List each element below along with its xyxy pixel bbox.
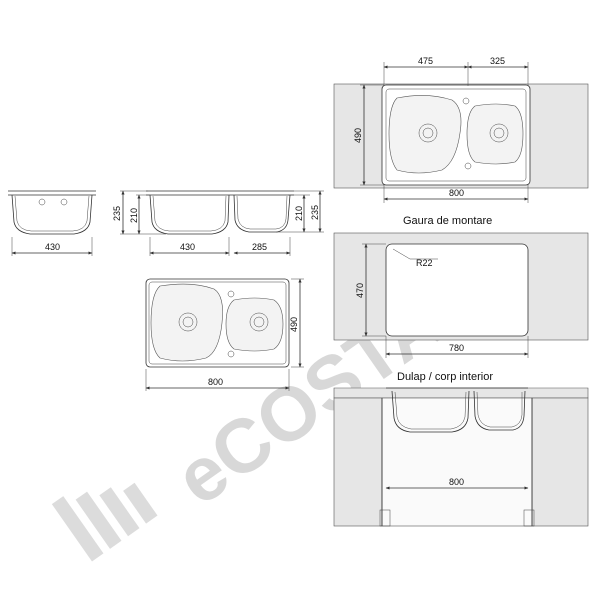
dim-cutout-radius: R22 xyxy=(416,258,433,268)
dim-profile-height-left: 235 xyxy=(112,206,122,221)
dim-profile-width-small: 285 xyxy=(252,242,267,252)
dim-cutout-height: 470 xyxy=(355,283,365,298)
dim-profile-single-width: 430 xyxy=(45,242,60,252)
sink-top-view xyxy=(145,278,304,391)
cutout-view xyxy=(333,232,589,358)
installed-sink-view xyxy=(333,62,589,203)
dim-profile-inner-height-left: 210 xyxy=(129,208,139,223)
caption-cabinet: Dulap / corp interior xyxy=(397,371,493,383)
dim-profile-width-main: 430 xyxy=(180,242,195,252)
dim-installed-total-width: 800 xyxy=(449,188,464,198)
dim-profile-inner-height-right: 210 xyxy=(294,206,304,221)
profile-single xyxy=(8,190,96,256)
dim-installed-width-main: 475 xyxy=(418,56,433,66)
caption-cutout: Gaura de montare xyxy=(403,215,492,227)
cabinet-view xyxy=(333,387,589,527)
dim-profile-height-right: 235 xyxy=(310,205,320,220)
dim-cabinet-width: 800 xyxy=(449,477,464,487)
dim-installed-height: 490 xyxy=(353,128,363,143)
profile-double xyxy=(120,190,324,256)
dim-top-view-height: 490 xyxy=(289,317,299,332)
dim-installed-width-small: 325 xyxy=(490,56,505,66)
dim-cutout-width: 780 xyxy=(449,343,464,353)
dim-top-view-width: 800 xyxy=(208,377,223,387)
watermark-logo-mark xyxy=(51,482,158,562)
